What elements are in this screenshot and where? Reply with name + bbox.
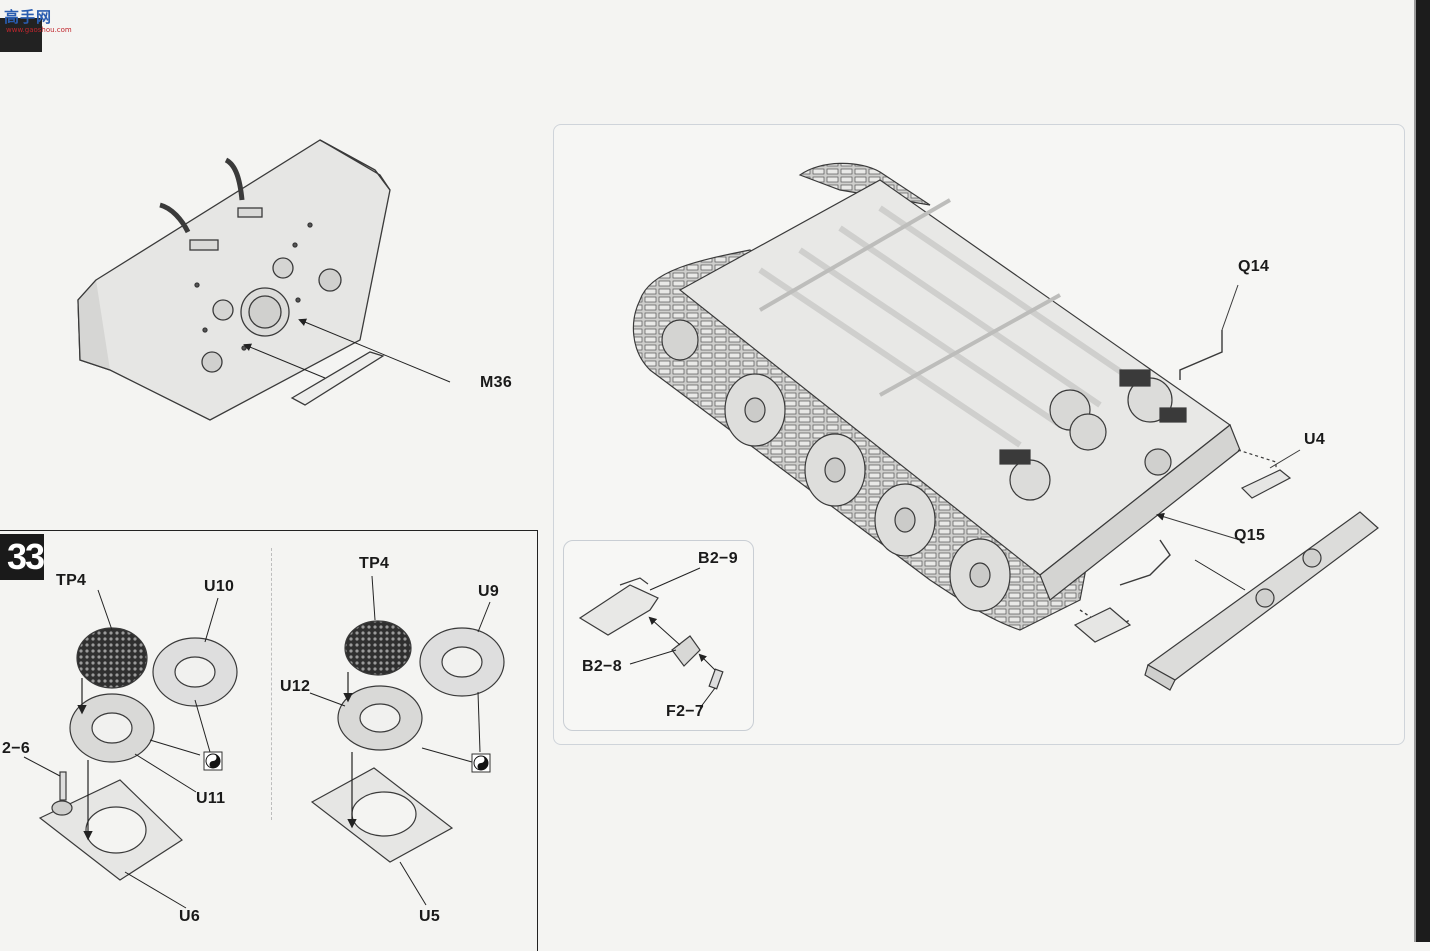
detail-inset-frame <box>563 540 754 731</box>
label-tp4-right: TP4 <box>359 555 390 572</box>
label-u4: U4 <box>1304 431 1326 448</box>
m36-arrow <box>243 343 326 379</box>
u10-leader <box>204 597 219 643</box>
tp4-left-leader <box>97 589 113 631</box>
u12-icon-leader <box>421 747 473 763</box>
step-number-badge: 33 <box>0 534 44 580</box>
step-33-frame <box>0 530 538 951</box>
tank-hull <box>632 162 1241 631</box>
u6-leader <box>124 871 187 909</box>
inset-arrow-1 <box>648 616 681 646</box>
part-2-6-leader <box>23 756 61 777</box>
label-u9: U9 <box>478 583 500 600</box>
rear-leader <box>1194 559 1246 591</box>
label-f2-7: F2−7 <box>666 703 705 720</box>
u10-down-leader <box>194 699 211 753</box>
label-u5: U5 <box>419 908 441 925</box>
b2-8-leader <box>629 649 677 665</box>
yin-yang-icon <box>471 753 491 773</box>
binder-strip <box>1416 0 1430 942</box>
label-b2-8: B2−8 <box>582 658 622 675</box>
label-q15: Q15 <box>1234 527 1266 544</box>
inset-arrow-2 <box>698 653 716 671</box>
label-m36: M36 <box>480 374 513 391</box>
label-u11: U11 <box>196 790 226 807</box>
label-u6: U6 <box>179 908 201 925</box>
label-u10: U10 <box>204 578 235 595</box>
u11-leader <box>134 753 197 793</box>
label-tp4-left: TP4 <box>56 572 87 589</box>
m36-leader <box>298 318 451 383</box>
binder-edge <box>1414 0 1416 942</box>
label-part-2-6: 2−6 <box>2 740 31 757</box>
b2-9-leader <box>649 567 701 591</box>
u4-bracket <box>1237 449 1301 499</box>
logo-subtext: www.gaoshou.com <box>6 26 72 34</box>
u11-leader-2 <box>149 739 201 756</box>
label-q14: Q14 <box>1238 258 1270 275</box>
u9-leader <box>477 601 491 633</box>
f2-7-leader <box>699 687 716 709</box>
site-logo: 高手网 www.gaoshou.com <box>0 0 72 40</box>
rear-bracket-parts <box>1073 511 1379 691</box>
u5-leader <box>399 861 427 906</box>
step33-left-parts <box>38 627 238 881</box>
rear-hull-plate <box>77 139 391 421</box>
step-divider <box>271 548 272 820</box>
tp4-right-leader <box>371 575 376 621</box>
u12-leader <box>309 692 346 707</box>
logo-text: 高手网 <box>4 8 53 26</box>
q14-exhaust-pipe <box>1179 284 1239 380</box>
label-b2-9: B2−9 <box>698 550 738 567</box>
previous-step-badge <box>0 18 42 52</box>
step33-right-parts <box>310 620 505 863</box>
label-u12: U12 <box>280 678 311 695</box>
inset-parts <box>578 577 724 690</box>
yin-yang-icon <box>203 751 223 771</box>
u9-down-leader <box>477 691 481 753</box>
